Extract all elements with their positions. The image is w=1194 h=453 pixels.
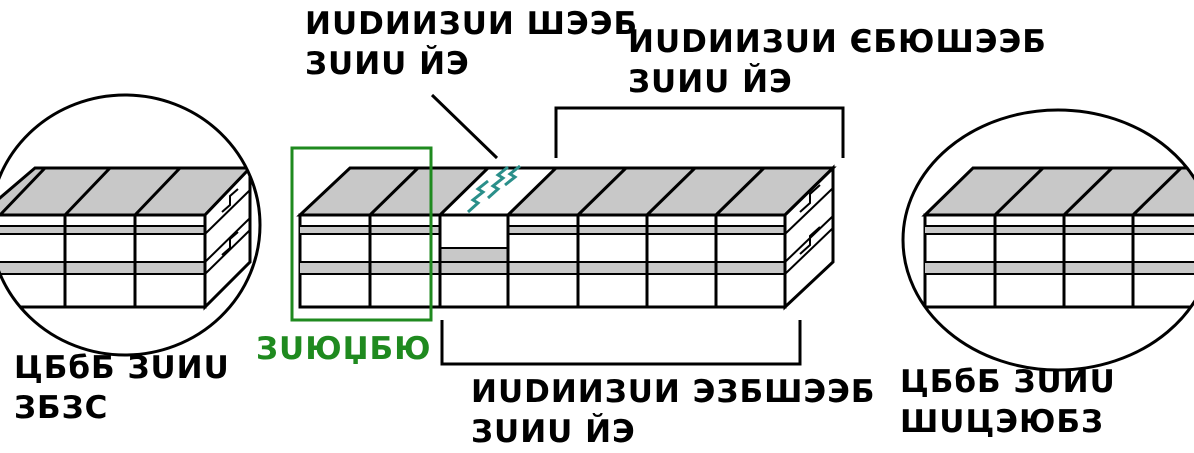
label-green: ЗUЮЏБЮ: [256, 331, 432, 367]
label-bottom-left-line1: ЦБбБ ЗUИU: [14, 350, 230, 386]
label-top-right-line2: ЗUИU ЙЭ: [628, 64, 793, 100]
left-zoom-circle: [0, 93, 262, 357]
label-bottom-right-line1: ЦБбБ ЗUИU: [900, 364, 1116, 400]
bottom-bracket: [440, 320, 802, 366]
label-bottom-right-line2: ШUЦЭЮБЗ: [900, 404, 1104, 440]
right-zoom-circle: [901, 108, 1194, 372]
top-bracket: [554, 106, 845, 158]
label-bottom-left-line2: ЗБЗС: [14, 390, 108, 426]
label-top-center-line2: ЗUИU ЙЭ: [305, 46, 470, 82]
pointer-line: [430, 93, 499, 160]
label-top-center-line1: ИUDИИЗUИ ШЭЭБ: [305, 6, 638, 42]
main-block: [296, 164, 837, 311]
green-highlight-box: [290, 146, 433, 322]
teal-marks: [466, 164, 521, 214]
label-top-right-line1: ИUDИИЗUИ ЄБЮШЭЭБ: [628, 24, 1047, 60]
label-bottom-center-line2: ЗUИU ЙЭ: [471, 414, 636, 450]
label-bottom-center-line1: ИUDИИЗUИ ЭЗБШЭЭБ: [471, 374, 876, 410]
